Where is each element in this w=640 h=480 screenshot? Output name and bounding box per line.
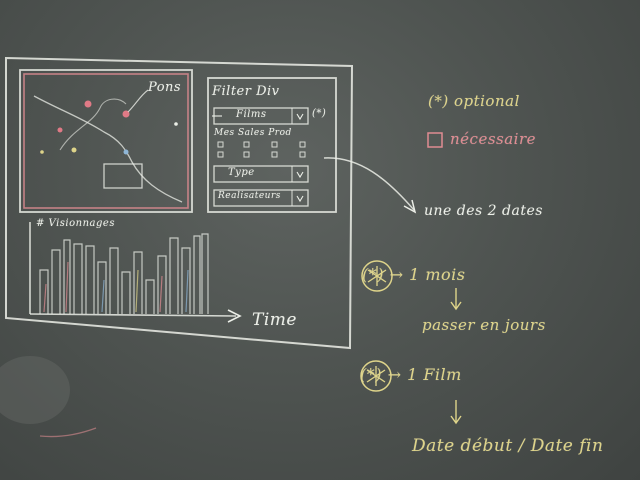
- map-river-2: [59, 98, 127, 151]
- map-marker-pink-1: [84, 100, 92, 108]
- type-dropdown-label: Type: [228, 167, 255, 178]
- checkbox-grid: [217, 141, 306, 158]
- ui-frame-outline: [5, 56, 354, 350]
- eraser-smudge: [0, 356, 70, 424]
- filter-panel: [207, 77, 337, 213]
- films-dropdown-label: Films: [236, 109, 267, 120]
- map-river-1: [33, 95, 183, 203]
- histogram-bars: [39, 233, 209, 314]
- filter-title: Filter Div: [212, 84, 280, 99]
- films-optional-marker: (*): [312, 108, 327, 119]
- note-star-month: (*) → 1 mois: [362, 265, 466, 284]
- realisateurs-dropdown-box: [213, 189, 309, 207]
- map-legend-box: [103, 163, 143, 189]
- map-marker-small-1: [40, 150, 44, 154]
- histogram-label: # Visionnages: [36, 218, 115, 229]
- note-required: nécessaire: [450, 130, 536, 148]
- required-box-icon: [427, 132, 443, 148]
- note-arrow: [323, 157, 415, 211]
- map-marker-yellow: [71, 147, 77, 153]
- note-date-range: Date début / Date fin: [412, 436, 604, 456]
- note-dates: une des 2 dates: [424, 203, 543, 219]
- histogram-x-axis: [29, 313, 237, 317]
- time-axis-label: Time: [252, 310, 297, 330]
- star-circle-1: [361, 260, 393, 292]
- map-marker-blue: [123, 149, 129, 155]
- checkbox-header: Mes Sales Prod: [214, 128, 292, 138]
- map-panel-inner: [23, 73, 189, 209]
- map-marker-pink-3: [57, 127, 63, 133]
- map-marker-small-2: [174, 122, 178, 126]
- map-label: Pons: [148, 80, 182, 95]
- histogram-colored-strokes: [43, 261, 189, 313]
- note-star-film: (*) → 1 Film: [360, 365, 462, 384]
- note-month-detail: passer en jours: [422, 316, 546, 334]
- type-dropdown-box: [213, 165, 309, 183]
- time-arrowhead: [227, 309, 242, 323]
- realisateurs-dropdown-label: Realisateurs: [218, 191, 281, 201]
- map-marker-pink-2: [122, 110, 130, 118]
- note-optional: (*) optional: [428, 92, 520, 110]
- map-label-pointer: [127, 89, 149, 113]
- map-panel-outer: [19, 69, 193, 213]
- star-circle-2: [360, 360, 392, 392]
